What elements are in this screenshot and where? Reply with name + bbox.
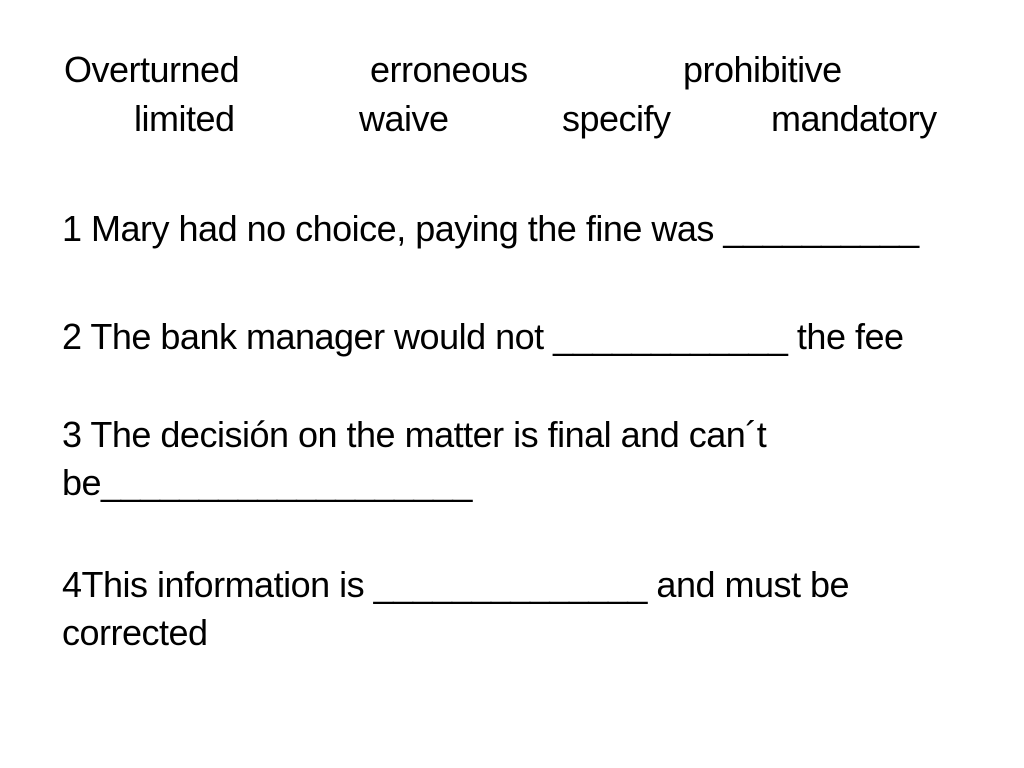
question-1: 1 Mary had no choice, paying the fine wa… [62, 205, 1012, 253]
question-2: 2 The bank manager would not ___________… [62, 313, 1012, 361]
word-bank-word-waive: waive [359, 98, 449, 139]
question-3: 3 The decisión on the matter is final an… [62, 411, 1012, 507]
word-bank-row-1: Overturned erroneous prohibitive [0, 46, 1024, 94]
question-4-line-1: 4This information is ______________ and … [62, 564, 850, 605]
word-bank-word-specify: specify [562, 98, 671, 139]
question-3-line-1: 3 The decisión on the matter is final an… [62, 414, 767, 455]
word-bank-word-limited: limited [134, 98, 235, 139]
question-3-line-2: be___________________ [62, 462, 472, 503]
question-4-line-2: corrected [62, 612, 208, 653]
word-bank-row-2: limited waive specify mandatory [0, 95, 1024, 143]
question-1-line-1: 1 Mary had no choice, paying the fine wa… [62, 208, 919, 249]
question-2-line-1: 2 The bank manager would not ___________… [62, 316, 904, 357]
word-bank-word-overturned: Overturned [64, 49, 240, 90]
word-bank-word-mandatory: mandatory [771, 98, 937, 139]
word-bank-word-erroneous: erroneous [370, 49, 528, 90]
word-bank-word-prohibitive: prohibitive [683, 49, 842, 90]
question-4: 4This information is ______________ and … [62, 561, 1012, 657]
